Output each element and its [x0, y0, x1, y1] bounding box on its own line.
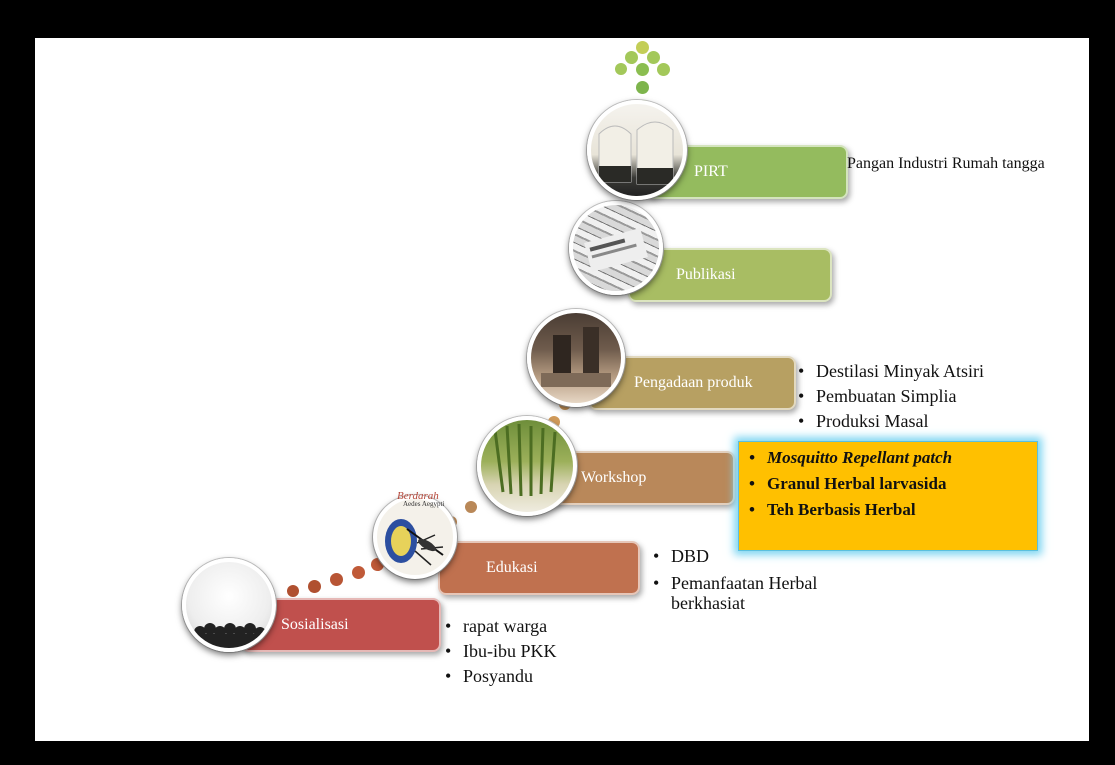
step-label-edukasi: Edukasi — [486, 559, 538, 576]
step-box-edukasi: Edukasi — [438, 541, 640, 595]
step-label-pirt: PIRT — [694, 163, 728, 180]
list-item: Teh Berbasis Herbal — [749, 499, 977, 521]
list-item: Mosquitto Repellant patch — [749, 447, 977, 469]
list-workshop: Mosquitto Repellant patch Granul Herbal … — [749, 447, 977, 521]
list-item: rapat warga — [445, 614, 557, 639]
step-label-sosialisasi: Sosialisasi — [281, 616, 349, 633]
list-item: Pembuatan Simplia — [798, 384, 984, 409]
list-item: Granul Herbal larvasida — [749, 473, 977, 495]
list-sosialisasi: rapat warga Ibu-ibu PKK Posyandu — [445, 614, 557, 689]
image-lemongrass-circle — [477, 416, 577, 516]
step-label-publikasi: Publikasi — [676, 266, 736, 283]
step-label-workshop: Workshop — [581, 469, 647, 486]
lemongrass-icon — [493, 423, 557, 497]
distillation-icon — [541, 327, 611, 387]
logo-text-sub: Aedes Aegypti — [403, 500, 445, 508]
list-item: Destilasi Minyak Atsiri — [798, 359, 984, 384]
list-item: Produksi Masal — [798, 409, 984, 434]
list-item: Ibu-ibu PKK — [445, 639, 557, 664]
image-crowd-circle — [182, 558, 276, 652]
list-pengadaan-produk: Destilasi Minyak Atsiri Pembuatan Simpli… — [798, 359, 984, 434]
workshop-products-box: Mosquitto Repellant patch Granul Herbal … — [738, 441, 1038, 551]
mosquito-logo-icon — [385, 519, 444, 566]
logo-text-top: Berdarah — [397, 490, 439, 502]
list-item: Pemanfaatan Herbal berkhasiat — [653, 569, 883, 613]
list-item: Posyandu — [445, 664, 557, 689]
image-tea-bags-circle — [587, 100, 687, 200]
step-label-pengadaan-produk: Pengadaan produk — [634, 374, 753, 391]
newspaper-icon — [584, 228, 648, 272]
list-item: DBD — [653, 544, 883, 569]
logo-text: Berdarah Aedes Aegypti — [387, 490, 444, 508]
image-distillation-circle — [527, 309, 625, 407]
crowd-icon — [191, 623, 267, 648]
list-edukasi: DBD Pemanfaatan Herbal berkhasiat — [653, 544, 883, 613]
pirt-note: Pangan Industri Rumah tangga — [847, 155, 1045, 172]
tea-bag-icon — [598, 121, 674, 185]
diagram-canvas: Sosialisasi rapat warga Ibu-ibu PKK Posy… — [35, 38, 1089, 741]
image-newspapers-circle — [569, 201, 663, 295]
image-mosquito-circle — [373, 495, 457, 579]
